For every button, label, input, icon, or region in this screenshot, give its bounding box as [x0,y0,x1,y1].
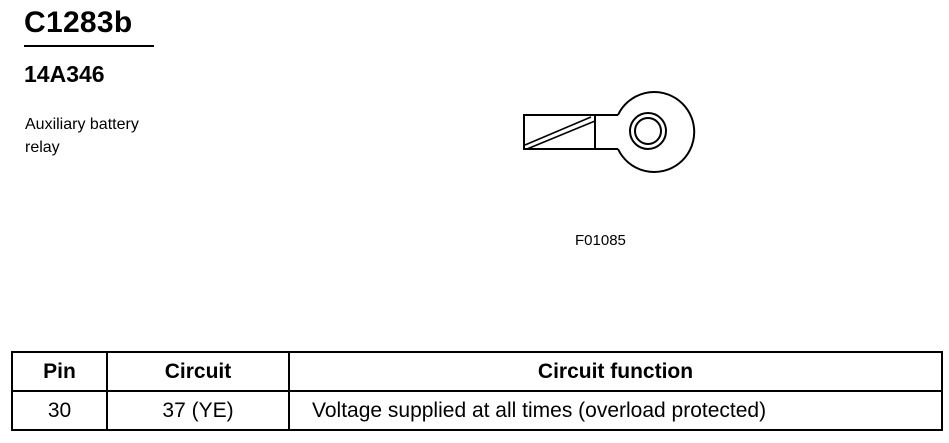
cell-pin: 30 [11,390,108,431]
terminal-hatch-1 [524,116,592,146]
ring-terminal-icon [523,91,696,173]
connector-id: C1283b [24,6,133,39]
table-row: 30 37 (YE) Voltage supplied at all times… [11,390,943,431]
title-underline [24,45,154,47]
terminal-ring-hole [634,117,662,145]
ring-terminal-diagram [523,91,696,173]
terminal-ring-inner [629,112,667,150]
table-header-row: Pin Circuit Circuit function [11,351,943,392]
cell-circuit-function: Voltage supplied at all times (overload … [288,390,943,431]
cell-circuit: 37 (YE) [106,390,290,431]
terminal-ring-outer [617,91,696,173]
header-circuit-function: Circuit function [288,351,943,392]
pin-table: Pin Circuit Circuit function 30 37 (YE) … [11,351,943,431]
header-pin: Pin [11,351,108,392]
header-circuit: Circuit [106,351,290,392]
part-number: 14A346 [24,61,105,87]
terminal-barrel [523,114,618,150]
figure-code: F01085 [575,232,626,249]
terminal-hatch-2 [526,120,596,150]
connector-description: Auxiliary battery relay [25,116,139,156]
